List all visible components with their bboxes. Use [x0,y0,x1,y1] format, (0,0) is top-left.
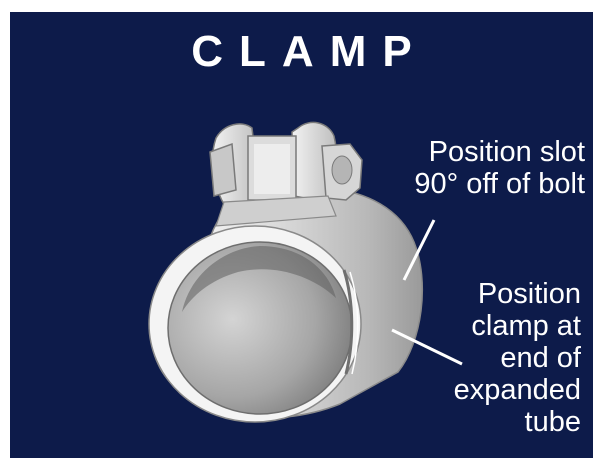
diagram-panel: CLAMP [10,12,593,458]
clamp-position-label: Position clamp at end of expanded tube [421,278,581,438]
clamp-band [149,188,422,422]
slot-position-label: Position slot 90° off of bolt [355,136,585,200]
